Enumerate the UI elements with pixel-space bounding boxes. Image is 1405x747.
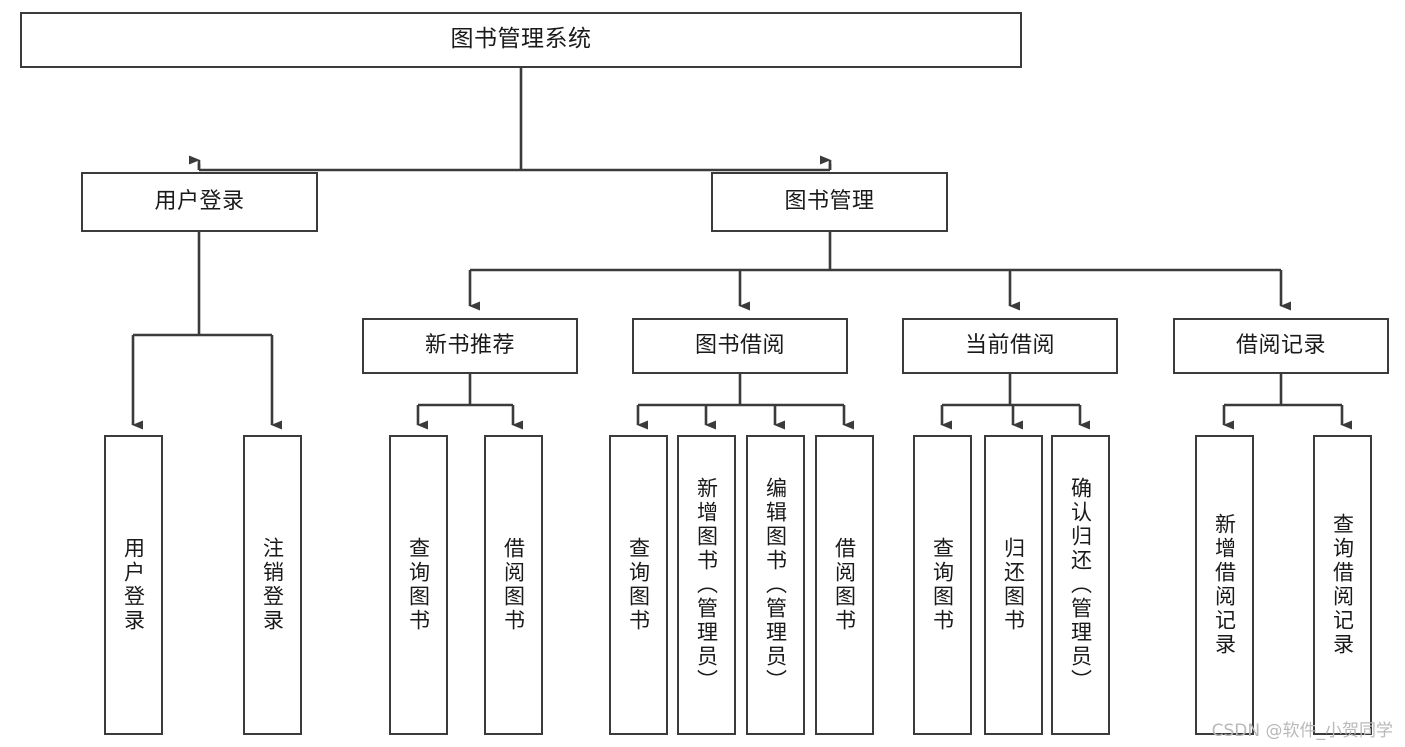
node-label: 用户登录 (154, 189, 245, 215)
node-current-borrow[interactable]: 当前借阅 (902, 318, 1118, 374)
node-label: 确认归还（管理员） (1068, 477, 1093, 693)
leaf-current-borrow-confirm-return-admin[interactable]: 确认归还（管理员） (1051, 435, 1110, 735)
leaf-current-borrow-query-book[interactable]: 查询图书 (913, 435, 972, 735)
node-book-management[interactable]: 图书管理 (711, 172, 948, 232)
leaf-borrow-record-query-record[interactable]: 查询借阅记录 (1313, 435, 1372, 735)
node-label: 归还图书 (1001, 537, 1026, 633)
leaf-new-book-borrow-book[interactable]: 借阅图书 (484, 435, 543, 735)
leaf-book-borrow-add-book-admin[interactable]: 新增图书（管理员） (677, 435, 736, 735)
leaf-user-login-login[interactable]: 用户登录 (104, 435, 163, 735)
leaf-current-borrow-return-book[interactable]: 归还图书 (984, 435, 1043, 735)
node-label: 查询图书 (930, 537, 955, 633)
node-label: 图书管理 (784, 189, 875, 215)
node-label: 查询借阅记录 (1330, 513, 1355, 657)
node-book-borrow[interactable]: 图书借阅 (632, 318, 848, 374)
node-label: 图书管理系统 (450, 26, 592, 53)
node-root-book-management-system[interactable]: 图书管理系统 (20, 12, 1022, 68)
leaf-new-book-query-book[interactable]: 查询图书 (389, 435, 448, 735)
node-user-login[interactable]: 用户登录 (81, 172, 318, 232)
node-label: 查询图书 (626, 537, 651, 633)
leaf-borrow-record-add-record[interactable]: 新增借阅记录 (1195, 435, 1254, 735)
node-label: 借阅图书 (832, 537, 857, 633)
node-label: 借阅图书 (501, 537, 526, 633)
node-label: 新书推荐 (424, 333, 515, 359)
node-label: 新增借阅记录 (1212, 513, 1237, 657)
node-label: 新增图书（管理员） (694, 477, 719, 693)
leaf-user-login-logout[interactable]: 注销登录 (243, 435, 302, 735)
node-label: 当前借阅 (964, 333, 1055, 359)
node-label: 用户登录 (121, 537, 146, 633)
node-new-book-recommend[interactable]: 新书推荐 (362, 318, 578, 374)
node-label: 注销登录 (260, 537, 285, 633)
node-label: 查询图书 (406, 537, 431, 633)
node-label: 借阅记录 (1235, 333, 1326, 359)
node-label: 编辑图书（管理员） (763, 477, 788, 693)
leaf-book-borrow-borrow-book[interactable]: 借阅图书 (815, 435, 874, 735)
leaf-book-borrow-query-book[interactable]: 查询图书 (609, 435, 668, 735)
node-borrow-record[interactable]: 借阅记录 (1173, 318, 1389, 374)
node-label: 图书借阅 (694, 333, 785, 359)
leaf-book-borrow-edit-book-admin[interactable]: 编辑图书（管理员） (746, 435, 805, 735)
